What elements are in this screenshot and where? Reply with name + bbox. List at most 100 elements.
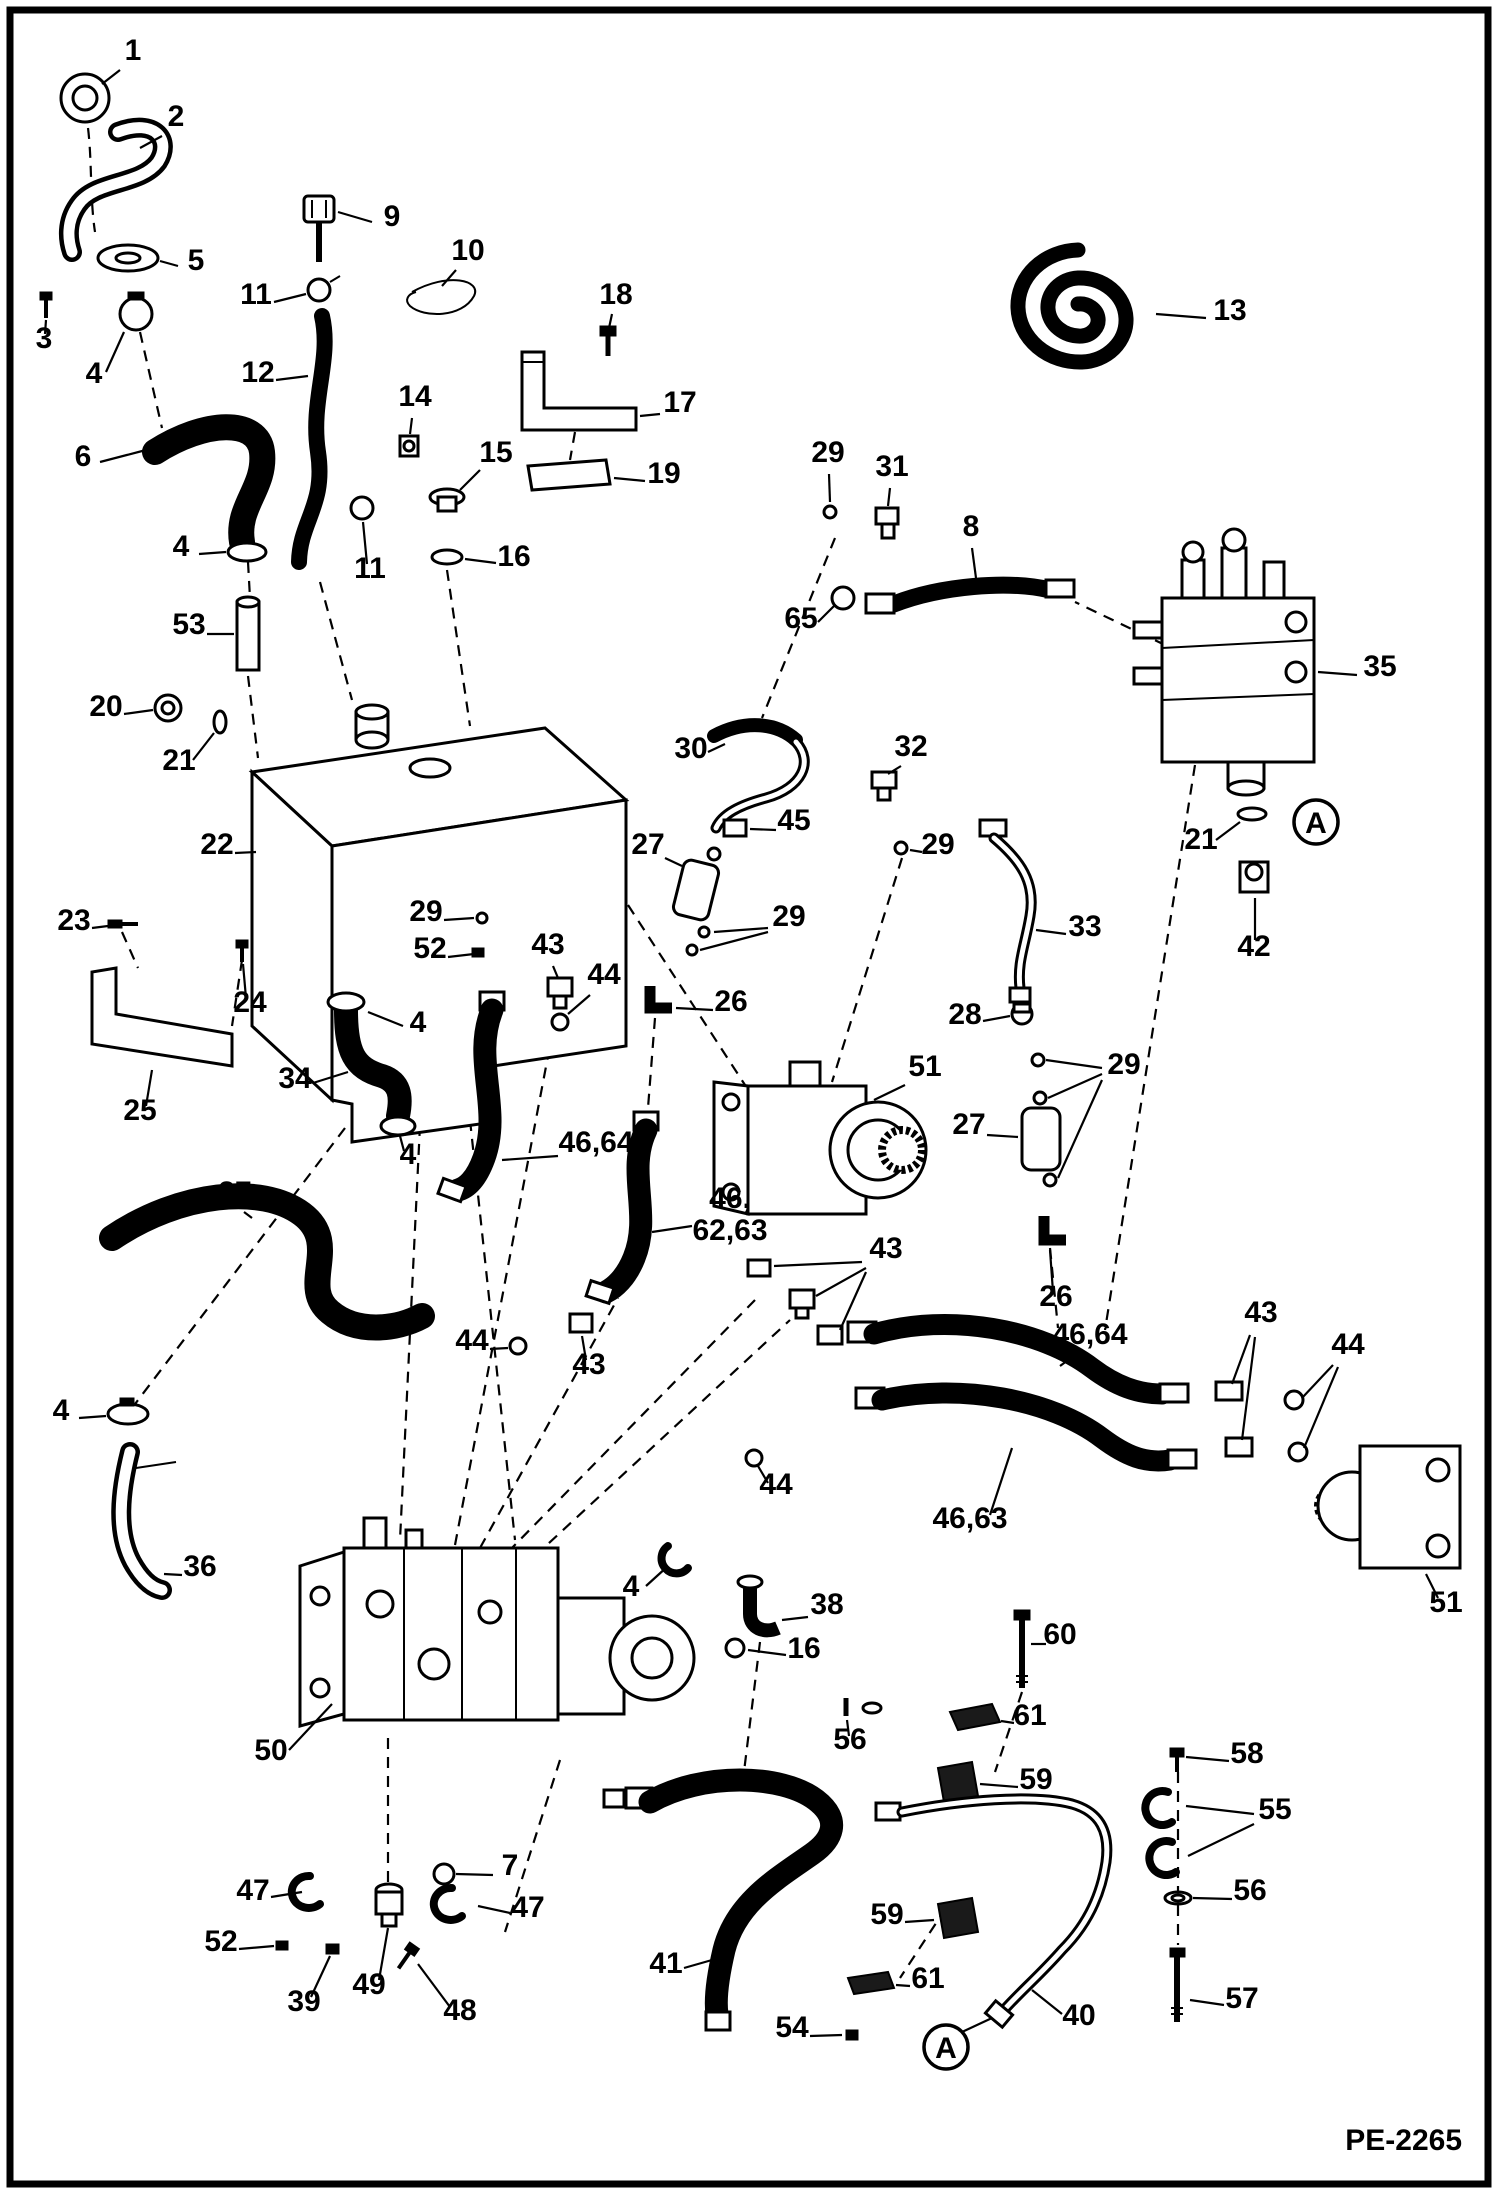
- callout-leader: [1185, 1755, 1230, 1763]
- callout-leader: [1240, 1336, 1257, 1441]
- clamp-47b: [429, 1883, 466, 1924]
- callout-leader: [455, 1872, 494, 1877]
- tube-40: [874, 1793, 1113, 2030]
- hose-clamp-4d: [379, 1115, 417, 1137]
- callout-leader: [447, 952, 475, 959]
- callout-leader: [312, 1070, 349, 1085]
- fitting-43f: [1224, 1436, 1254, 1458]
- callout-41: 41: [649, 1947, 682, 1980]
- callout-15: 15: [479, 436, 512, 469]
- tube-53: [235, 595, 261, 672]
- screw-3: [39, 291, 53, 318]
- callout-12: 12: [241, 356, 274, 389]
- callout-24: 24: [233, 986, 267, 1019]
- callout-leader: [198, 550, 227, 556]
- callout-60: 60: [1043, 1618, 1076, 1651]
- spacer-59b: [936, 1896, 980, 1940]
- callout-29: 29: [921, 828, 954, 861]
- callout-4: 4: [410, 1006, 427, 1039]
- callout-27: 27: [631, 828, 664, 861]
- callout-61: 61: [911, 1962, 944, 1995]
- callout-29: 29: [772, 900, 805, 933]
- callout-19: 19: [647, 457, 680, 490]
- bolt-57: [1169, 1947, 1186, 2022]
- dipstick-cap-9: [302, 194, 336, 262]
- hose-clamp-4a: [118, 291, 154, 332]
- hydraulic-motor-51b: [1314, 1444, 1462, 1570]
- callout-61: 61: [1013, 1699, 1046, 1732]
- callout-leader: [398, 1135, 406, 1152]
- callout-47: 47: [511, 1891, 544, 1924]
- callout-leader: [845, 1719, 851, 1737]
- fitting-28: [1010, 1002, 1034, 1026]
- callout-leader: [1047, 1072, 1103, 1100]
- callout-44: 44: [587, 958, 621, 991]
- callout-leader: [651, 1224, 693, 1234]
- elbow-49: [374, 1882, 404, 1928]
- callout-43: 43: [572, 1348, 605, 1381]
- fitting-45: [722, 818, 748, 838]
- callout-leader: [443, 916, 475, 922]
- callout-46-64: 46,64: [1052, 1318, 1127, 1351]
- marker-leader: [961, 2017, 993, 2033]
- callout-leader: [982, 1014, 1011, 1023]
- callout-38: 38: [810, 1588, 843, 1621]
- nut-39: [325, 1943, 340, 1955]
- callout-30: 30: [674, 732, 707, 765]
- callout-55: 55: [1258, 1793, 1291, 1826]
- o-ring-44d: [744, 1448, 764, 1468]
- callout-17: 17: [663, 386, 696, 419]
- callout-47: 47: [236, 1874, 269, 1907]
- hose-clamp-4e: [106, 1397, 150, 1426]
- callout-leader: [567, 994, 591, 1015]
- callout-33: 33: [1068, 910, 1101, 943]
- callout-leader: [273, 292, 307, 304]
- callout-10: 10: [451, 234, 484, 267]
- o-ring-21b: [1236, 806, 1268, 822]
- hose-46-62-63: [584, 1110, 660, 1306]
- o-rings-29b: [685, 925, 711, 957]
- callout-4: 4: [86, 357, 103, 390]
- fitting-43d: [568, 1312, 594, 1334]
- control-valve-35: [1132, 527, 1316, 797]
- callout-2: 2: [168, 100, 185, 133]
- callout-leader: [580, 1335, 588, 1361]
- figure-code: PE-2265: [1345, 2124, 1462, 2157]
- callout-leader: [489, 1346, 509, 1351]
- o-ring-44e: [1283, 1389, 1305, 1411]
- clamp-14: [398, 434, 420, 458]
- o-ring-44f: [1287, 1441, 1309, 1463]
- callout-leader: [1192, 1896, 1233, 1901]
- wire-tie-10: [406, 279, 477, 315]
- callout-53: 53: [172, 608, 205, 641]
- callout-54: 54: [775, 2011, 809, 2044]
- o-ring-16a: [430, 548, 464, 566]
- callout-leader: [1056, 1079, 1104, 1179]
- o-ring-16b: [724, 1637, 746, 1659]
- callout-leader: [1302, 1366, 1340, 1449]
- callout-leader: [310, 1955, 331, 1998]
- callout-leader: [838, 1271, 868, 1331]
- o-ring-45: [706, 846, 722, 862]
- filter-27b: [1020, 1106, 1062, 1172]
- plug-20: [153, 693, 183, 723]
- fitting-42: [1238, 860, 1270, 894]
- callout-leader: [815, 1267, 867, 1297]
- callout-leader: [809, 2033, 843, 2038]
- callout-leader: [1301, 1364, 1334, 1399]
- elbow-26a: [644, 986, 672, 1014]
- clamp-11a: [306, 275, 341, 303]
- callout-leader: [361, 521, 369, 565]
- callout-leader: [747, 1648, 787, 1657]
- o-ring-7: [432, 1862, 456, 1886]
- callout-leader: [464, 557, 497, 565]
- clamp-half-55b: [1145, 1837, 1180, 1880]
- callout-leader: [270, 1890, 303, 1899]
- callout-leader: [159, 259, 179, 268]
- callout-leader: [101, 69, 121, 85]
- callout-16: 16: [497, 540, 530, 573]
- callout-leader: [238, 1944, 275, 1951]
- callout-4: 4: [173, 530, 190, 563]
- callout-59: 59: [1019, 1763, 1052, 1796]
